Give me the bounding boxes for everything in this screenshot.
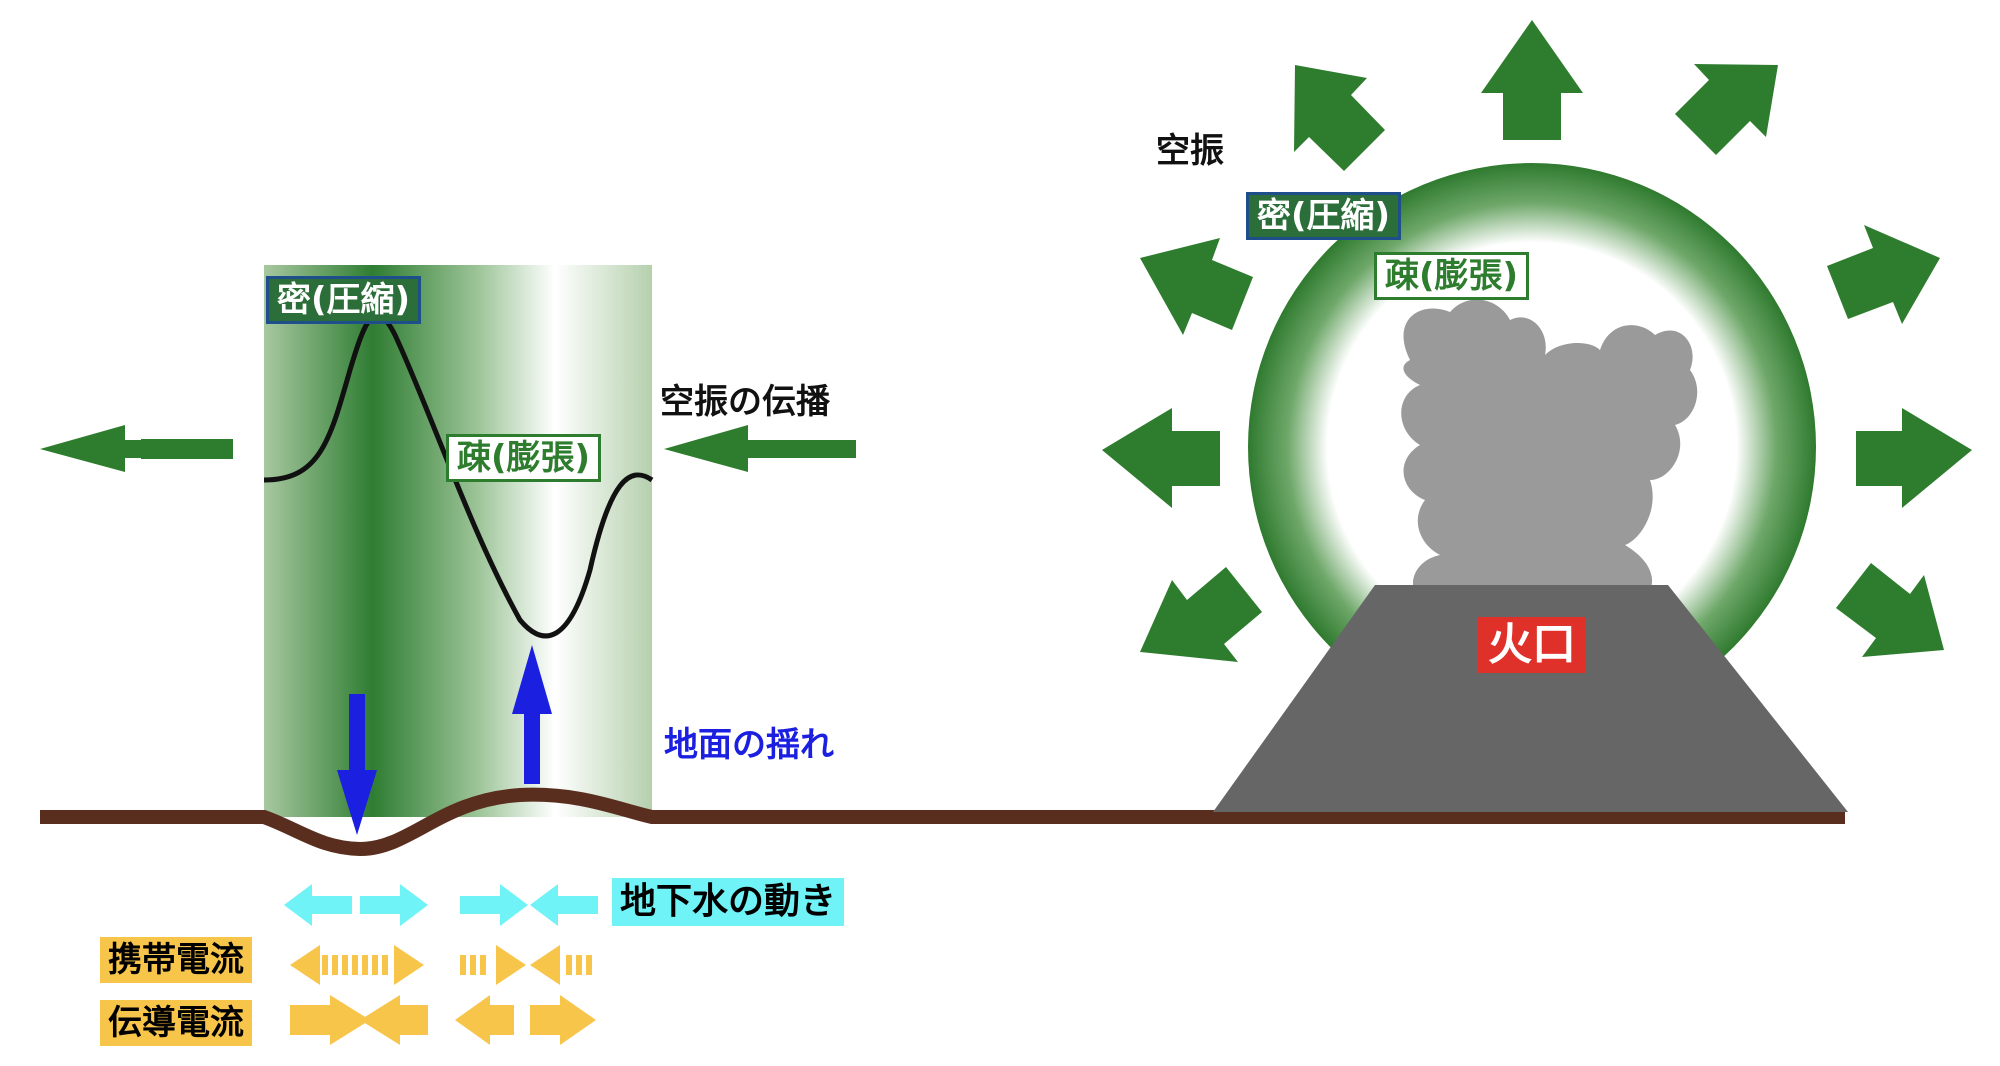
- arrow-right: [1856, 408, 1972, 508]
- volcano-cone: [1213, 585, 1848, 812]
- label-dense-left: 密(圧縮): [266, 276, 422, 324]
- arrow-up-right: [1675, 64, 1778, 155]
- sc-arrow-left-head: [290, 945, 320, 985]
- cc-arrow-4: [530, 995, 596, 1045]
- sc-dash: [576, 955, 582, 975]
- label-ground-shaking: 地面の揺れ: [664, 725, 834, 765]
- left-arrow-shaft: [125, 440, 143, 458]
- label-streaming-current: 携帯電流: [100, 937, 252, 983]
- sc-dash: [566, 955, 572, 975]
- pressure-wave: [263, 312, 654, 639]
- arrow-down-right: [1836, 563, 1944, 657]
- arrow-right-upper: [1827, 225, 1940, 324]
- streaming-current-arrows: [290, 945, 592, 985]
- label-sparse-left: 疎(膨張): [446, 434, 602, 482]
- sc-arrow-right-head: [394, 945, 424, 985]
- up-arrow-head: [512, 645, 552, 714]
- pressure-column: [264, 265, 652, 817]
- ground-surface: [40, 787, 1845, 857]
- sc-arrow-inner-left-head: [530, 945, 560, 985]
- left-arrow-shaft-2: [141, 439, 233, 459]
- sc-dash: [372, 955, 378, 975]
- gw-arrow-left-in: [530, 884, 598, 926]
- cc-arrow-3: [455, 995, 514, 1045]
- sc-dash: [352, 955, 358, 975]
- sc-dashes-mid-1: [460, 955, 486, 975]
- sc-dash: [586, 955, 592, 975]
- groundwater-arrows: [284, 884, 598, 926]
- sc-arrow-inner-right-head: [496, 945, 526, 985]
- sc-dash: [342, 955, 348, 975]
- arrow-up-left: [1294, 65, 1385, 171]
- sc-dash: [470, 955, 476, 975]
- label-dense-right: 密(圧縮): [1246, 192, 1402, 240]
- right-incoming-arrow-head: [664, 425, 748, 472]
- arrow-down-left: [1140, 567, 1262, 662]
- sc-dash: [480, 955, 486, 975]
- conduction-current-arrows: [290, 995, 596, 1045]
- gw-arrow-left-out: [284, 884, 352, 926]
- sc-dash: [382, 955, 388, 975]
- sc-dash: [322, 955, 328, 975]
- sc-dash: [332, 955, 338, 975]
- propagation-arrows-left: [40, 425, 233, 472]
- cc-arrow-1: [290, 995, 370, 1045]
- radiating-arrows: [1102, 20, 1972, 662]
- ground-shaking-arrows: [337, 645, 552, 835]
- sc-dash: [362, 955, 368, 975]
- down-arrow-head: [337, 770, 377, 835]
- gw-arrow-right-in: [460, 884, 528, 926]
- label-air-vibration-propagation: 空振の伝播: [660, 382, 830, 422]
- gw-arrow-right-out: [360, 884, 428, 926]
- arrow-left-upper: [1140, 238, 1253, 335]
- right-incoming-arrow-shaft: [746, 440, 856, 458]
- eruption-plume: [1401, 299, 1698, 600]
- label-sparse-right: 疎(膨張): [1374, 252, 1530, 300]
- sc-dash: [460, 955, 466, 975]
- label-crater: 火口: [1478, 617, 1586, 673]
- arrow-left: [1102, 408, 1220, 508]
- label-air-vibration: 空振: [1156, 131, 1224, 171]
- down-arrow-shaft: [349, 694, 365, 774]
- sc-dashes-left: [322, 955, 388, 975]
- propagation-arrows-right: [664, 425, 856, 472]
- label-conduction-current: 伝導電流: [100, 1000, 252, 1046]
- left-arrow-head: [40, 425, 125, 472]
- sc-dashes-mid-2: [566, 955, 592, 975]
- label-groundwater-movement: 地下水の動き: [612, 878, 845, 926]
- up-arrow-shaft: [524, 712, 540, 784]
- cc-arrow-2: [360, 995, 428, 1045]
- arrow-up: [1481, 20, 1583, 140]
